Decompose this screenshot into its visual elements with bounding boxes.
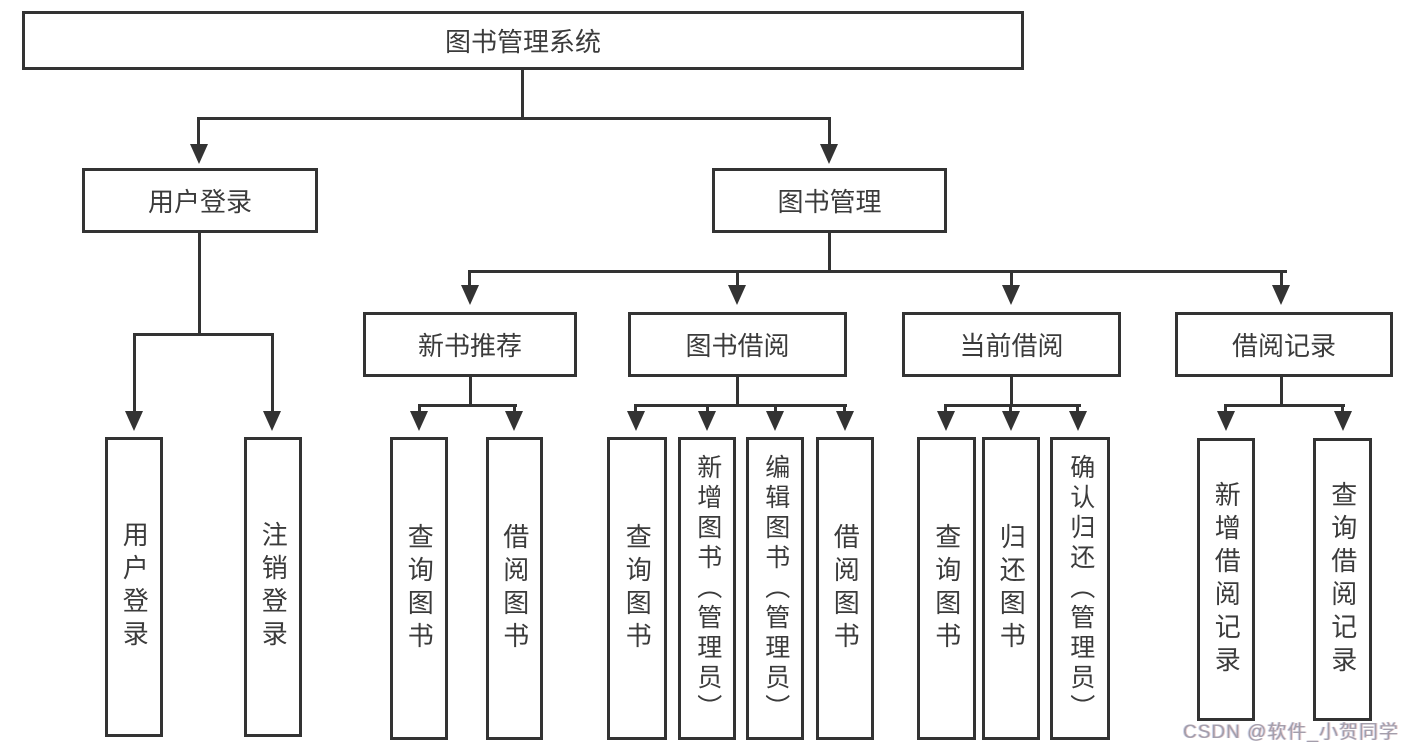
connector-grpE-stem-2 (1341, 404, 1344, 413)
connector-grpC-stem-4 (843, 404, 846, 413)
arrowhead-grpD-3 (1069, 411, 1087, 431)
connector-grpE-hline (1225, 404, 1345, 407)
connector-grpD-vline (1010, 377, 1013, 406)
arrowhead-to-book-management (820, 144, 838, 164)
connector-bookmgmt-stem-4 (1280, 270, 1283, 288)
connector-grpC-stem-1 (634, 404, 637, 413)
leaf-query-books-current: 查询图书 (917, 437, 976, 740)
node-current-borrow: 当前借阅 (902, 312, 1121, 377)
connector-grpC-hline (635, 404, 847, 407)
node-book-borrow: 图书借阅 (628, 312, 847, 377)
connector-grpD-hline (944, 404, 1081, 407)
arrowhead-to-leaf-logout (263, 411, 281, 431)
connector-grpB-stem-2 (513, 404, 516, 413)
connector-userlogin-stem-a (133, 333, 136, 413)
leaf-query-books-recommend-label: 查询图书 (404, 522, 435, 655)
connector-grpE-stem-1 (1224, 404, 1227, 413)
connector-userlogin-stem-b (271, 333, 274, 413)
connector-userlogin-vline (198, 233, 201, 336)
leaf-edit-book-admin-label: 编辑图书（管理员） (761, 453, 790, 724)
leaf-confirm-return-admin-label: 确认归还（管理员） (1066, 453, 1095, 724)
leaf-borrow-books-label: 借阅图书 (830, 522, 861, 655)
arrowhead-to-leaf-user-login (125, 411, 143, 431)
leaf-borrow-books-recommend-label: 借阅图书 (499, 522, 530, 655)
arrowhead-grpE-1 (1217, 411, 1235, 431)
connector-userlogin-hline (133, 333, 274, 336)
arrowhead-to-current-borrow (1002, 285, 1020, 305)
leaf-user-login: 用户登录 (105, 437, 163, 737)
node-user-login: 用户登录 (82, 168, 318, 233)
node-borrow-records-label: 借阅记录 (1231, 331, 1336, 361)
leaf-borrow-books-recommend: 借阅图书 (486, 437, 543, 740)
arrowhead-grpE-2 (1334, 411, 1352, 431)
arrowhead-grpD-1 (937, 411, 955, 431)
node-new-book-recommend: 新书推荐 (363, 312, 577, 377)
connector-grpD-stem-3 (1076, 404, 1079, 413)
connector-bookmgmt-vline (828, 233, 831, 273)
csdn-watermark: CSDN @软件_小贺同学 (1183, 722, 1399, 743)
connector-root-hline (197, 117, 831, 120)
leaf-user-login-label: 用户登录 (119, 521, 150, 653)
arrowhead-grpC-2 (698, 411, 716, 431)
arrowhead-grpC-3 (766, 411, 784, 431)
arrowhead-grpC-4 (836, 411, 854, 431)
arrowhead-to-new-book-recommend (461, 285, 479, 305)
connector-grpC-stem-3 (774, 404, 777, 413)
connector-bookmgmt-stem-3 (1010, 270, 1013, 288)
node-current-borrow-label: 当前借阅 (959, 331, 1064, 361)
leaf-logout: 注销登录 (244, 437, 302, 737)
leaf-borrow-books: 借阅图书 (816, 437, 874, 740)
arrowhead-grpB-1 (410, 411, 428, 431)
connector-grpC-vline (736, 377, 739, 407)
leaf-query-books-current-label: 查询图书 (931, 522, 962, 655)
leaf-logout-label: 注销登录 (258, 521, 289, 653)
connector-bookmgmt-hline (469, 270, 1287, 273)
connector-grpD-stem-1 (944, 404, 947, 413)
leaf-query-borrow-record: 查询借阅记录 (1313, 438, 1372, 721)
connector-bookmgmt-stem-2 (736, 270, 739, 288)
node-root: 图书管理系统 (22, 11, 1024, 70)
leaf-add-borrow-record-label: 新增借阅记录 (1211, 480, 1242, 679)
leaf-query-borrow-record-label: 查询借阅记录 (1327, 480, 1358, 679)
leaf-return-book-label: 归还图书 (996, 522, 1027, 655)
leaf-add-borrow-record: 新增借阅记录 (1197, 438, 1255, 721)
node-book-management: 图书管理 (712, 168, 947, 233)
connector-grpB-vline (469, 377, 472, 407)
arrowhead-grpD-2 (1002, 411, 1020, 431)
arrowhead-grpB-2 (505, 411, 523, 431)
leaf-edit-book-admin: 编辑图书（管理员） (746, 437, 804, 740)
connector-bookmgmt-stem-1 (468, 270, 471, 288)
connector-grpB-hline (418, 404, 517, 407)
leaf-query-books-borrow-label: 查询图书 (622, 522, 653, 655)
leaf-add-book-admin-label: 新增图书（管理员） (693, 453, 722, 724)
arrowhead-grpC-1 (627, 411, 645, 431)
node-book-management-label: 图书管理 (777, 187, 882, 217)
leaf-confirm-return-admin: 确认归还（管理员） (1050, 437, 1110, 740)
connector-grpD-stem-2 (1009, 404, 1012, 413)
connector-root-stem-right (828, 117, 831, 147)
connector-root-stem-left (197, 117, 200, 147)
connector-root-vline (521, 70, 524, 120)
arrowhead-to-borrow-records (1272, 285, 1290, 305)
leaf-return-book: 归还图书 (982, 437, 1040, 740)
node-new-book-recommend-label: 新书推荐 (417, 331, 522, 361)
leaf-query-books-borrow: 查询图书 (607, 437, 667, 740)
node-borrow-records: 借阅记录 (1175, 312, 1393, 377)
leaf-query-books-recommend: 查询图书 (390, 437, 448, 740)
connector-grpC-stem-2 (706, 404, 709, 413)
connector-grpB-stem-1 (418, 404, 421, 413)
node-book-borrow-label: 图书借阅 (685, 331, 790, 361)
arrowhead-to-book-borrow (728, 285, 746, 305)
node-root-label: 图书管理系统 (444, 27, 601, 57)
arrowhead-to-user-login (190, 144, 208, 164)
connector-grpE-vline (1280, 377, 1283, 406)
node-user-login-label: 用户登录 (147, 187, 252, 217)
leaf-add-book-admin: 新增图书（管理员） (678, 437, 736, 740)
